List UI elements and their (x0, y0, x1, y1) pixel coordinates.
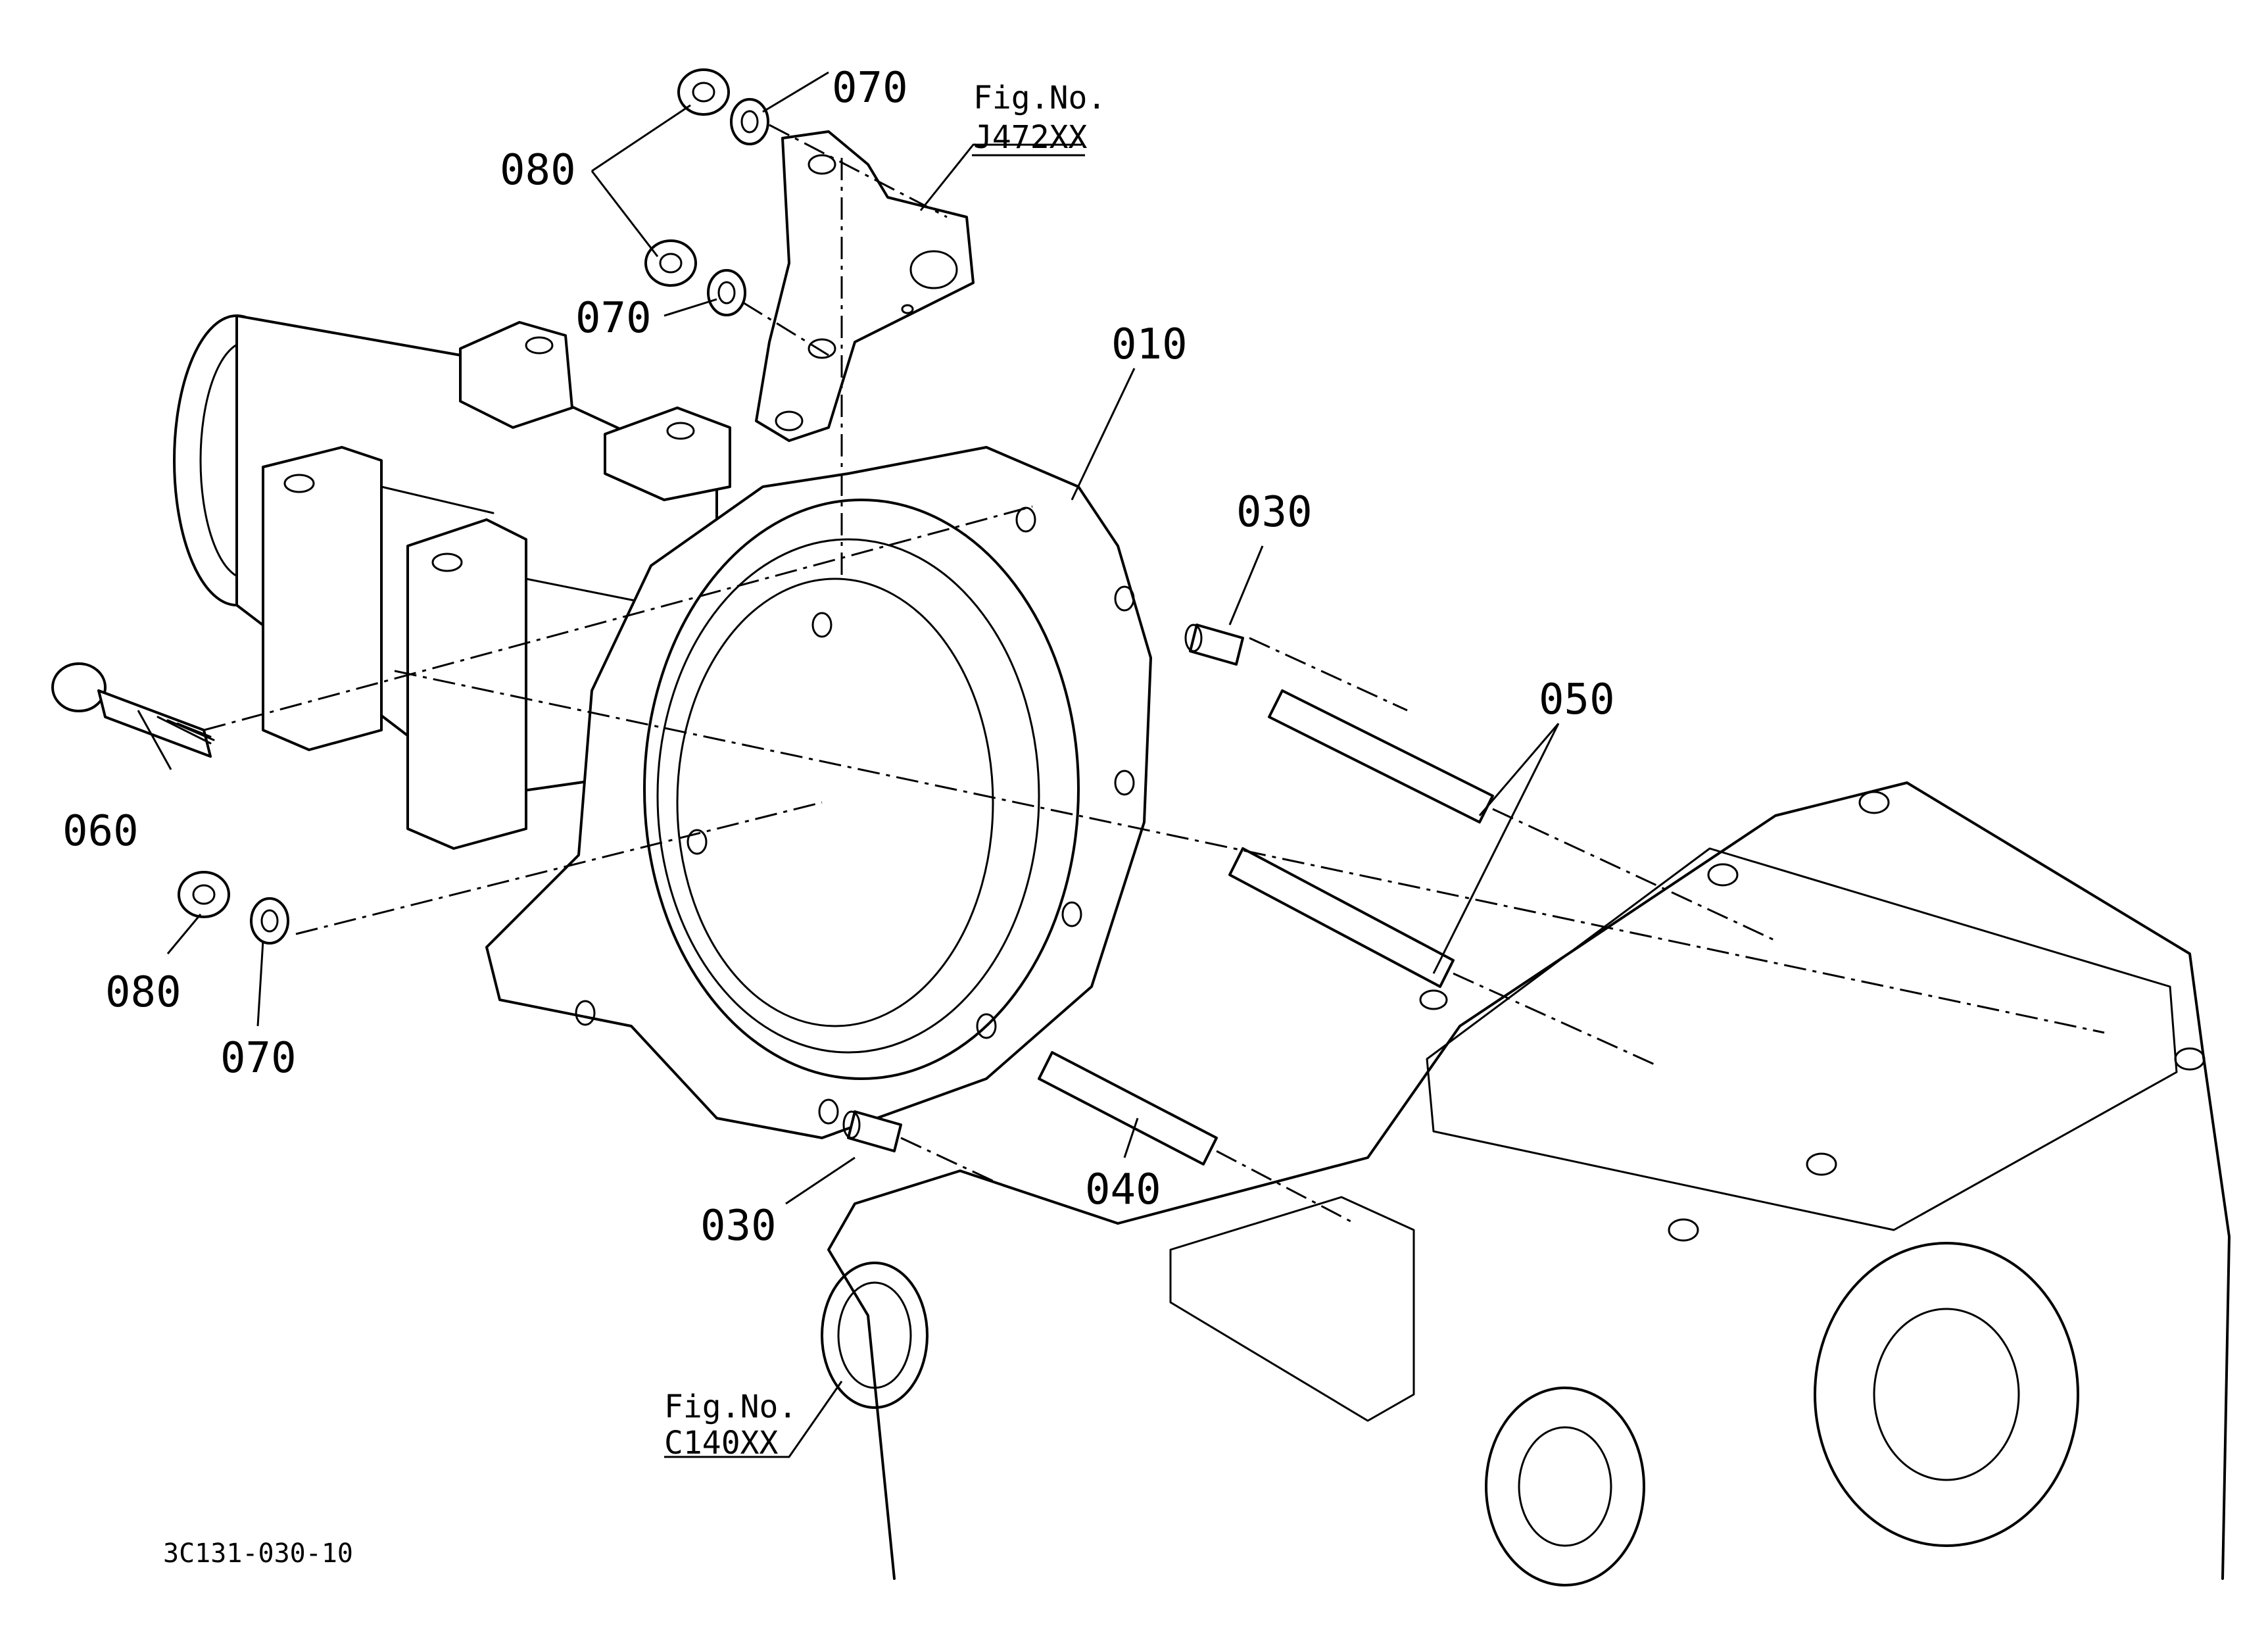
drawing-code: 3C131-030-10 (163, 1538, 353, 1569)
callout-050: 050 (1539, 676, 1615, 724)
callout-070-mid: 070 (575, 294, 652, 343)
transmission-case (821, 781, 2231, 1586)
studs-050-040 (1038, 689, 1494, 1166)
housing-bolt-holes (575, 506, 1135, 1125)
callout-070-bot: 070 (220, 1034, 297, 1083)
fig-ref-prefix-top: Fig.No. (973, 80, 1106, 116)
flywheel-housing (485, 446, 1152, 1139)
callout-010: 010 (1111, 320, 1188, 369)
dowel-pins-030 (842, 624, 1244, 1152)
callout-060: 060 (62, 807, 139, 856)
fig-ref-prefix-bottom: Fig.No. (664, 1389, 797, 1425)
motor-body (173, 314, 731, 850)
callout-070-top: 070 (832, 64, 908, 112)
bracket-plate (755, 130, 975, 442)
callout-030-top: 030 (1236, 488, 1313, 537)
fig-ref-code-top: J472XX (973, 119, 1087, 156)
bolt-060 (51, 662, 215, 758)
fig-ref-code-bottom: C140XX (664, 1425, 778, 1462)
leader-lines (137, 71, 1560, 1458)
assembly-axis-lines (203, 124, 2105, 1225)
part-callouts: 070 080 070 010 030 050 060 080 070 040 … (62, 64, 1615, 1250)
callout-080-top: 080 (500, 146, 576, 195)
callout-030-bot: 030 (700, 1202, 777, 1250)
callout-040: 040 (1085, 1166, 1161, 1214)
figure-references: Fig.No. J472XX Fig.No. C140XX (664, 80, 1106, 1462)
callout-080-bot: 080 (105, 968, 181, 1017)
hardware-nuts-washers (178, 68, 769, 945)
